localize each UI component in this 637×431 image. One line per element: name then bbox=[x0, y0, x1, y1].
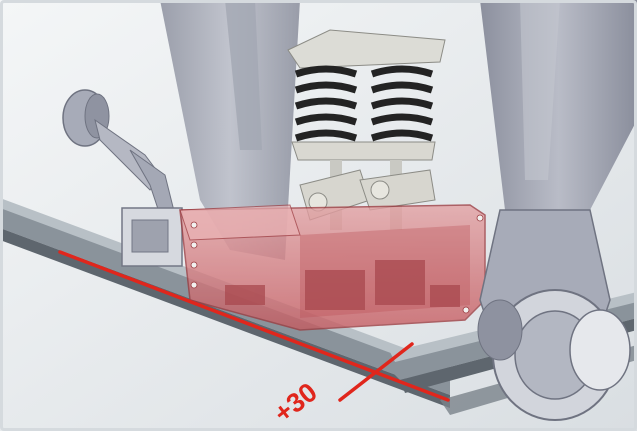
reference-line bbox=[58, 250, 450, 402]
wheel-assembly bbox=[477, 209, 631, 421]
lever-arm bbox=[62, 89, 183, 267]
cabinet-enclosure bbox=[179, 204, 486, 331]
offset-line bbox=[338, 342, 414, 402]
support-frame bbox=[160, 0, 637, 300]
spring-assembly bbox=[287, 29, 446, 230]
